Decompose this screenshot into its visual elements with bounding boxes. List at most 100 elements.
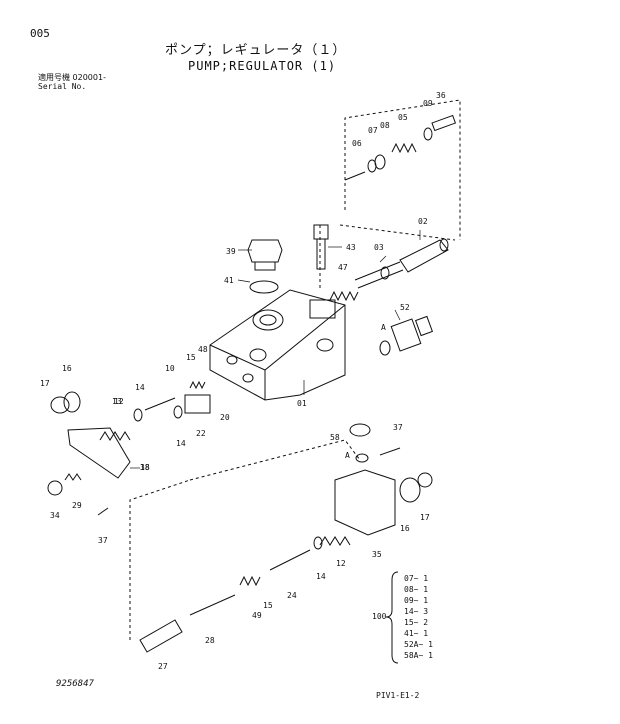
- callout-label: A: [381, 323, 386, 332]
- piston-13: [144, 397, 176, 411]
- kit-item-row: 52A~ 1: [404, 640, 433, 649]
- callout-label: 29: [72, 501, 82, 510]
- callout-label: 18: [140, 463, 150, 472]
- callout-label: 37: [98, 536, 108, 545]
- regulator-body: [209, 289, 346, 401]
- kit-number: 100: [372, 612, 387, 621]
- callout-label: 27: [158, 662, 168, 671]
- o-ring-14c: [313, 536, 323, 550]
- callout-label: 36: [436, 91, 446, 100]
- screw-29: [64, 473, 82, 481]
- spring-49: [239, 575, 261, 587]
- solenoid-52: [390, 315, 434, 352]
- callout-label: 07: [368, 126, 378, 135]
- callout-labels: 06070805093602034752433941A4815101412131…: [40, 91, 446, 671]
- bolt-37b: [379, 447, 401, 456]
- callout-label: 39: [226, 247, 236, 256]
- callout-label: 48: [198, 345, 208, 354]
- cover-35: [334, 469, 396, 536]
- callout-label: 24: [287, 591, 297, 600]
- plug-58: [349, 423, 371, 437]
- callout-label: 20: [220, 413, 230, 422]
- callout-label: 08: [380, 121, 390, 130]
- o-ring-09: [423, 127, 433, 141]
- callout-label: 14: [135, 383, 145, 392]
- kit-item-row: 15~ 2: [404, 618, 429, 627]
- page-title-japanese: ポンプ；レギュレータ（１）: [165, 43, 347, 58]
- callout-label: 16: [400, 524, 410, 533]
- sleeve-27: [139, 619, 183, 653]
- callout-label: 52: [400, 303, 410, 312]
- callout-label: 17: [40, 379, 50, 388]
- callout-label: 15: [263, 601, 273, 610]
- o-ring-41: [249, 280, 279, 294]
- nut-34: [47, 480, 63, 496]
- callout-label: 10: [165, 364, 175, 373]
- callout-label: A: [345, 451, 350, 460]
- callout-label: 14: [176, 439, 186, 448]
- callout-label: 06: [352, 139, 362, 148]
- adjust-screw-12b: [319, 536, 351, 546]
- pin-06: [344, 171, 366, 181]
- kit-item-row: 09~ 1: [404, 596, 429, 605]
- callout-label: 14: [316, 572, 326, 581]
- serial-label-english: Serial No.: [38, 82, 87, 91]
- nut-17b: [417, 472, 433, 488]
- callout-label: 22: [196, 429, 206, 438]
- callout-label: 37: [393, 423, 403, 432]
- sheet-code: PIV1-E1-2: [376, 691, 420, 700]
- callout-label: 12: [114, 397, 124, 406]
- callout-label: 47: [338, 263, 348, 272]
- o-ring-A: [379, 340, 391, 356]
- lock-nut-16: [63, 391, 81, 413]
- callout-label: 49: [252, 611, 262, 620]
- callout-label: 38: [140, 463, 150, 472]
- drawing-number: 9256847: [56, 679, 94, 689]
- bolt-37: [97, 507, 109, 516]
- bolt-43: [313, 224, 329, 270]
- callout-label: 58: [330, 433, 340, 442]
- callout-label: 43: [346, 243, 356, 252]
- o-ring-14: [133, 408, 143, 422]
- spool-28: [189, 594, 236, 616]
- spool-03: [354, 261, 404, 289]
- kit-item-row: 07~ 1: [404, 574, 429, 583]
- cover-38: [67, 427, 131, 479]
- plug-39: [247, 239, 283, 271]
- callout-label: 15: [186, 353, 196, 362]
- kit-item-row: 08~ 1: [404, 585, 429, 594]
- ring-08: [374, 154, 386, 170]
- callout-label: 02: [418, 217, 428, 226]
- piston-24: [269, 549, 311, 571]
- serial-label-japanese: 適用号機 020001-: [38, 73, 106, 82]
- kit-item-row: 14~ 3: [404, 607, 429, 616]
- callout-label: 41: [224, 276, 234, 285]
- page-title-english: PUMP;REGULATOR (1): [188, 59, 337, 73]
- sleeve-22: [184, 394, 211, 414]
- kit-item-row: 58A~ 1: [404, 651, 433, 660]
- kit-item-row: 41~ 1: [404, 629, 429, 638]
- kit-bracket: [385, 571, 399, 664]
- callout-label: 34: [50, 511, 60, 520]
- lock-nut-16b: [399, 477, 421, 503]
- callout-label: 16: [62, 364, 72, 373]
- o-ring-14b: [173, 405, 183, 419]
- callout-label: 12: [336, 559, 346, 568]
- callout-label: 35: [372, 550, 382, 559]
- callout-label: 28: [205, 636, 215, 645]
- spring-05: [391, 142, 417, 154]
- adjust-screw-12: [99, 431, 131, 441]
- sleeve-02: [399, 238, 449, 273]
- callout-label: 03: [374, 243, 384, 252]
- spring-48: [189, 380, 206, 390]
- callout-label: 17: [420, 513, 430, 522]
- nut-17: [50, 396, 70, 414]
- ring-07: [367, 159, 377, 173]
- callout-label: 09: [423, 99, 433, 108]
- callout-label: 13: [112, 397, 122, 406]
- callout-label: 01: [297, 399, 307, 408]
- callout-label: 05: [398, 113, 408, 122]
- plug-36: [431, 114, 457, 132]
- spring-47: [329, 290, 359, 302]
